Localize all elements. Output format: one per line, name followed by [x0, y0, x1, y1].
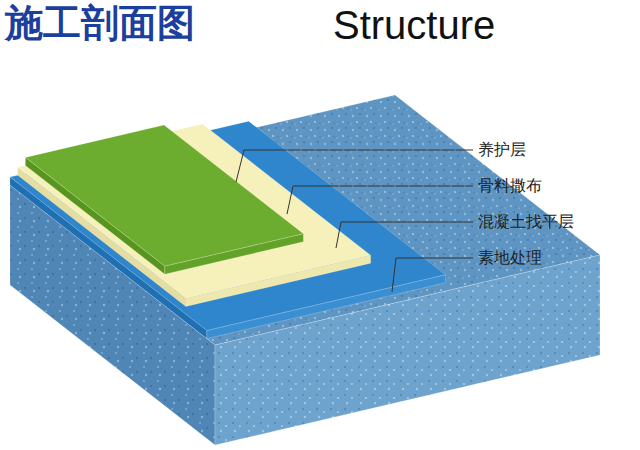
leveling-layer-top [10, 121, 446, 330]
subtitle: Structure [333, 2, 495, 48]
layer-label: 养护层 [478, 141, 526, 159]
leader-line [287, 186, 473, 214]
layer-label: 混凝土找平层 [478, 213, 574, 231]
leader-line [336, 222, 473, 248]
leader-line [392, 258, 473, 292]
layer-label: 素地处理 [478, 249, 542, 267]
layer-label: 骨料撒布 [478, 177, 542, 195]
curing-layer-right [165, 234, 304, 274]
curing-layer-left [25, 157, 164, 274]
leader-line [236, 150, 473, 182]
title: 施工剖面图 [5, 2, 195, 46]
